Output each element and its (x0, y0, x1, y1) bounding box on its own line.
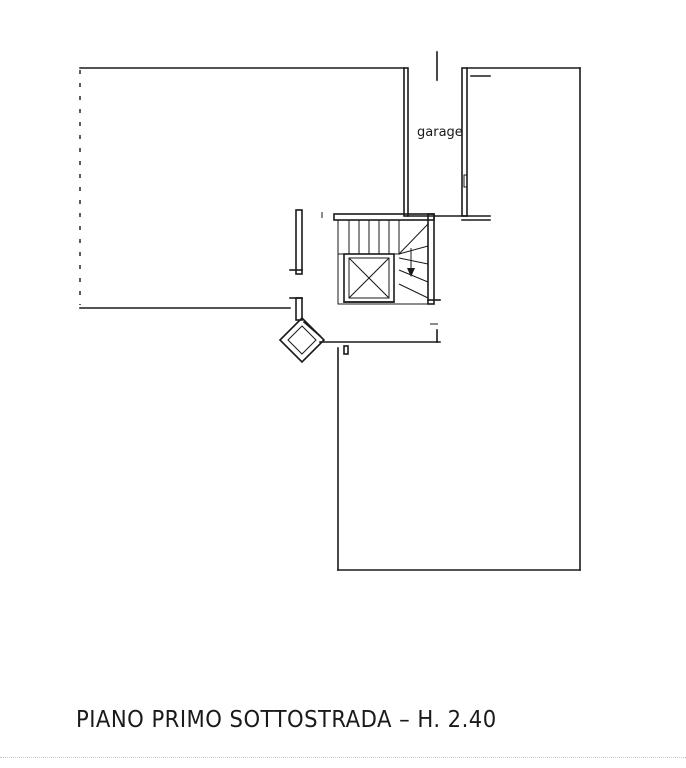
plan-caption: PIANO PRIMO SOTTOSTRADA – H. 2.40 (76, 707, 497, 733)
bottom-divider (0, 757, 686, 758)
garage-label: garage (417, 125, 463, 140)
garage-room: garage (403, 51, 491, 221)
elevator-cross-icon (343, 253, 395, 303)
door-swing-icon (278, 316, 326, 364)
right-wing (319, 67, 581, 571)
stair-arrow-icon (407, 248, 415, 277)
core-walls (289, 209, 441, 325)
left-wing (79, 67, 405, 309)
